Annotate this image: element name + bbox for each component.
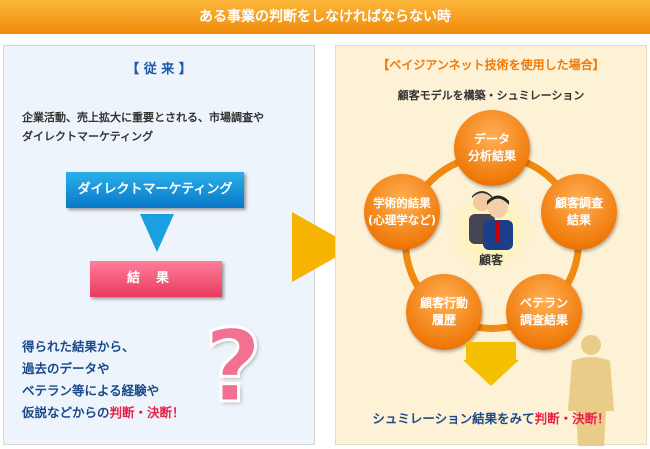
- down-arrow-icon: [140, 214, 174, 252]
- direct-marketing-box: ダイレクトマーケティング: [66, 172, 244, 208]
- circle-veteran-survey: ベテラン調査結果: [506, 274, 582, 350]
- decision-text: 判断・決断！: [109, 405, 185, 420]
- question-mark-icon: ?: [202, 307, 263, 427]
- down-arrow-head: [463, 360, 519, 386]
- conclusion-line: 得られた結果から、: [22, 339, 135, 354]
- description-line: 企業活動、売上拡大に重要とされる、市場調査や: [22, 111, 264, 124]
- circle-line: データ: [473, 132, 510, 146]
- panel-subheading: 顧客モデルを構築・シュミレーション: [397, 89, 585, 102]
- conclusion-line: ベテラン等による経験や: [22, 383, 160, 398]
- circle-line: 顧客調査: [554, 196, 603, 210]
- result-box: 結果: [90, 261, 222, 297]
- circle-line: ベテラン: [519, 296, 568, 310]
- circle-customer-survey: 顧客調査結果: [541, 174, 617, 250]
- conclusion-line: 過去のデータや: [22, 361, 110, 376]
- circle-line: (心理学など): [367, 213, 436, 227]
- circle-academic: 学術的結果 (心理学など): [364, 174, 440, 250]
- circle-data-analysis: データ分析結果: [454, 110, 530, 186]
- customer-label: 顧客: [478, 253, 503, 267]
- businessman-silhouette-icon: [568, 335, 614, 446]
- circle-line: 顧客行動: [419, 296, 468, 310]
- decision-text: 判断・決断！: [534, 411, 610, 426]
- conclusion-text: シュミレーション結果をみて: [372, 411, 535, 426]
- conclusion-line: 仮説などからの: [22, 405, 110, 420]
- page-title: ある事業の判断をしなければならない時: [0, 0, 650, 34]
- panel-heading: 【ベイジアンネット技術を使用した場合】: [377, 58, 605, 72]
- circle-line: 履歴: [431, 313, 456, 327]
- circle-line: 結果: [566, 213, 591, 227]
- panel-heading: 【 従 来 】: [126, 62, 192, 77]
- bayesian-panel: 【ベイジアンネット技術を使用した場合】 顧客モデルを構築・シュミレーション 顧客…: [335, 45, 647, 446]
- circle-line: 調査結果: [519, 313, 568, 327]
- circle-line: 分析結果: [467, 149, 516, 163]
- circle-customer-history: 顧客行動履歴: [406, 274, 482, 350]
- customer-people-icon: [469, 191, 513, 250]
- down-arrow-icon: [466, 342, 516, 360]
- circle-line: 学術的結果: [373, 196, 431, 210]
- traditional-panel: 【 従 来 】 企業活動、売上拡大に重要とされる、市場調査や ダイレクトマーケテ…: [3, 45, 315, 445]
- description-line: ダイレクトマーケティング: [22, 130, 154, 143]
